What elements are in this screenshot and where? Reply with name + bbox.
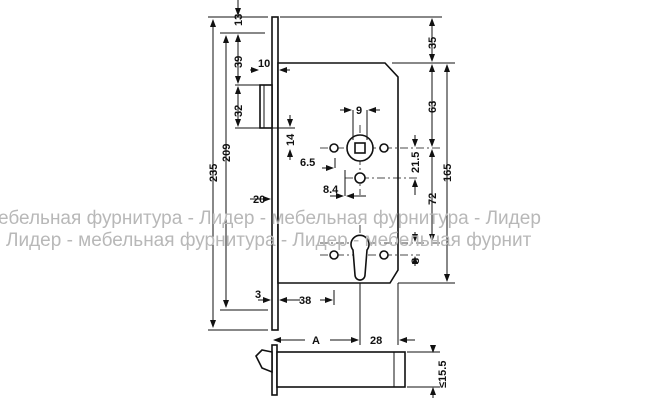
watermark-line-2: Лидер - мебельная фурнитура - Лидер - ме… <box>6 230 532 251</box>
screw-hole <box>329 143 339 153</box>
watermark-line-1: ебельная фурнитура - Лидер - мебельная ф… <box>0 208 541 229</box>
dim-235: 235 <box>208 164 220 182</box>
screw-hole <box>379 250 389 260</box>
dim-9: 9 <box>356 105 362 117</box>
dim-10: 10 <box>258 58 270 70</box>
latch-bolt <box>259 84 273 129</box>
dim-38: 38 <box>299 295 311 307</box>
screw-hole <box>329 250 339 260</box>
dim-15-5: ≤15.5 <box>437 361 449 388</box>
dim-13: 13 <box>233 14 245 26</box>
spindle-square <box>354 142 366 154</box>
screw-hole <box>379 143 389 153</box>
dim-63: 63 <box>427 101 439 113</box>
dim-20: 20 <box>253 194 265 206</box>
dim-a: A <box>312 335 320 347</box>
dim-35: 35 <box>427 37 439 49</box>
dim-8: 8 <box>410 258 422 264</box>
lock-side-view <box>255 344 406 396</box>
dim-8-4: 8.4 <box>323 184 339 196</box>
cylinder-cutout <box>350 234 370 281</box>
dim-3: 3 <box>255 289 261 301</box>
dim-21-5: 21.5 <box>410 152 422 173</box>
lock-body <box>277 62 399 284</box>
dim-6-5: 6.5 <box>300 157 315 169</box>
dim-165: 165 <box>442 164 454 182</box>
faceplate <box>271 16 279 331</box>
dim-32: 32 <box>233 105 245 117</box>
dim-14: 14 <box>285 133 297 146</box>
dim-28: 28 <box>370 335 382 347</box>
screw-hole <box>354 172 366 184</box>
dim-39: 39 <box>233 56 245 68</box>
dim-209: 209 <box>221 144 233 162</box>
dim-72: 72 <box>427 193 439 205</box>
